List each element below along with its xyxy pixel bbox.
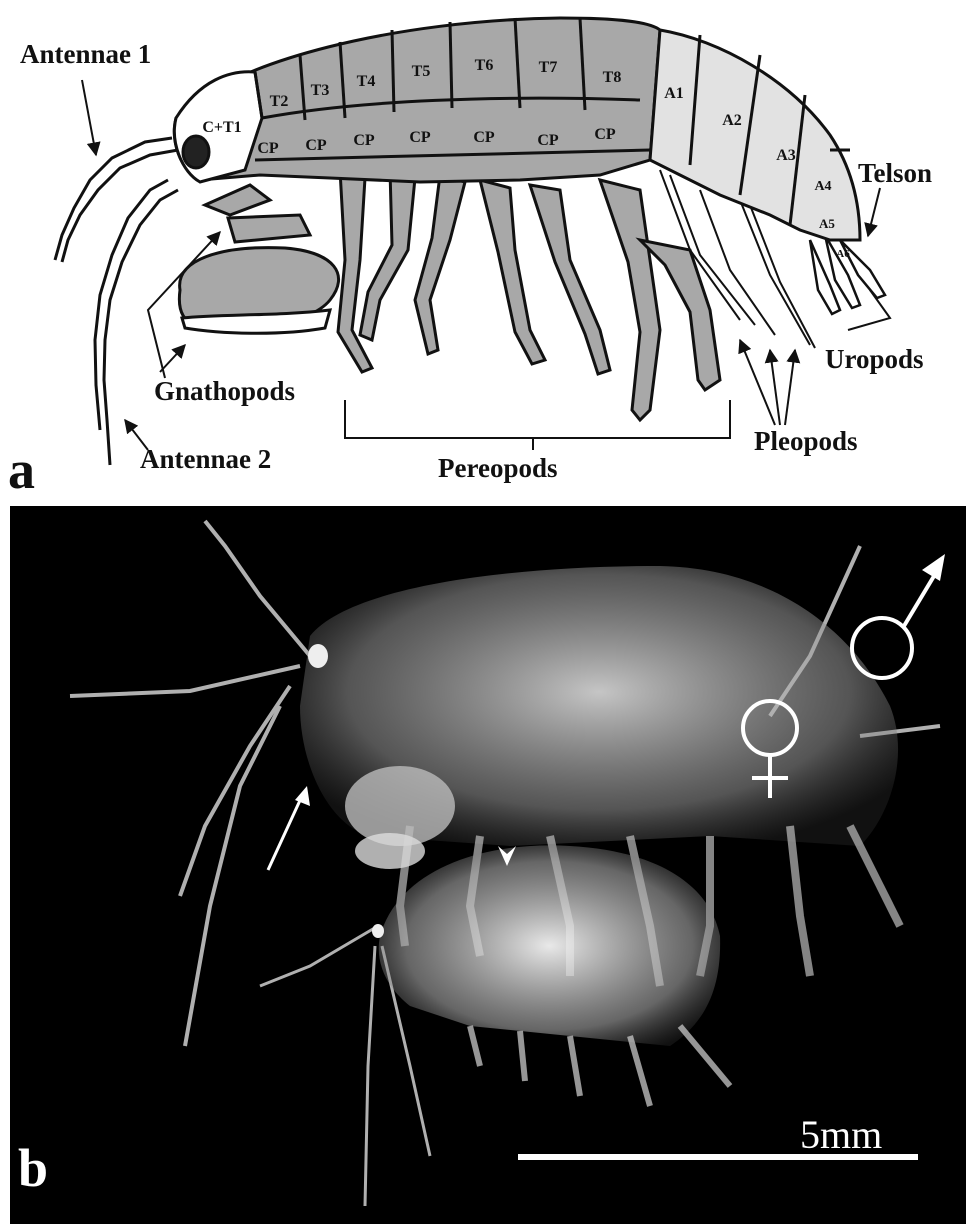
label-t8: T8 <box>603 69 622 86</box>
label-a1: A1 <box>664 85 684 102</box>
antenna-2-drawing <box>95 180 178 465</box>
label-t3: T3 <box>311 82 330 99</box>
uropod-drawing <box>810 235 885 314</box>
label-pleopods: Pleopods <box>754 426 858 456</box>
label-cp-2: CP <box>305 137 327 154</box>
panel-letter-b: b <box>18 1138 48 1198</box>
scale-bar-label: 5mm <box>800 1112 882 1157</box>
label-t4: T4 <box>357 73 376 90</box>
label-antennae-1: Antennae 1 <box>20 39 151 69</box>
arrow-pointer <box>268 786 310 870</box>
panel-letter-a: a <box>8 440 35 500</box>
label-a5: A5 <box>819 216 835 231</box>
label-t5: T5 <box>412 63 431 80</box>
body-outline <box>174 18 860 240</box>
label-cp-5: CP <box>473 129 495 146</box>
scale-bar: 5mm <box>518 1112 918 1160</box>
label-cp-3: CP <box>353 132 375 149</box>
amphipod-diagram: C+T1 T2 T3 T4 T5 T6 T7 T8 CP CP CP CP CP… <box>0 0 966 500</box>
specimen-photo: ♂ ♀ 5mm b <box>10 506 966 1224</box>
label-t2: T2 <box>270 93 289 110</box>
label-gnathopods: Gnathopods <box>154 376 295 406</box>
label-a6: A6 <box>836 248 850 260</box>
label-cp-7: CP <box>594 126 616 143</box>
label-a3: A3 <box>776 147 796 164</box>
label-uropods: Uropods <box>825 344 924 374</box>
pereopod-drawing <box>338 170 720 420</box>
label-cp-4: CP <box>409 129 431 146</box>
label-pereopods: Pereopods <box>438 453 558 483</box>
female-specimen <box>260 845 730 1206</box>
panel-a-diagram: C+T1 T2 T3 T4 T5 T6 T7 T8 CP CP CP CP CP… <box>0 0 966 500</box>
label-t7: T7 <box>539 59 558 76</box>
panel-b-photo: ♂ ♀ 5mm b <box>10 506 966 1224</box>
label-a4: A4 <box>814 179 831 194</box>
label-a2: A2 <box>722 112 742 129</box>
label-cp-6: CP <box>537 132 559 149</box>
label-t6: T6 <box>475 57 494 74</box>
label-cp-1: CP <box>257 140 279 157</box>
gnathopod-drawing <box>179 185 338 333</box>
label-antennae-2: Antennae 2 <box>140 444 271 474</box>
label-telson: Telson <box>858 158 932 188</box>
label-head: C+T1 <box>202 119 241 136</box>
